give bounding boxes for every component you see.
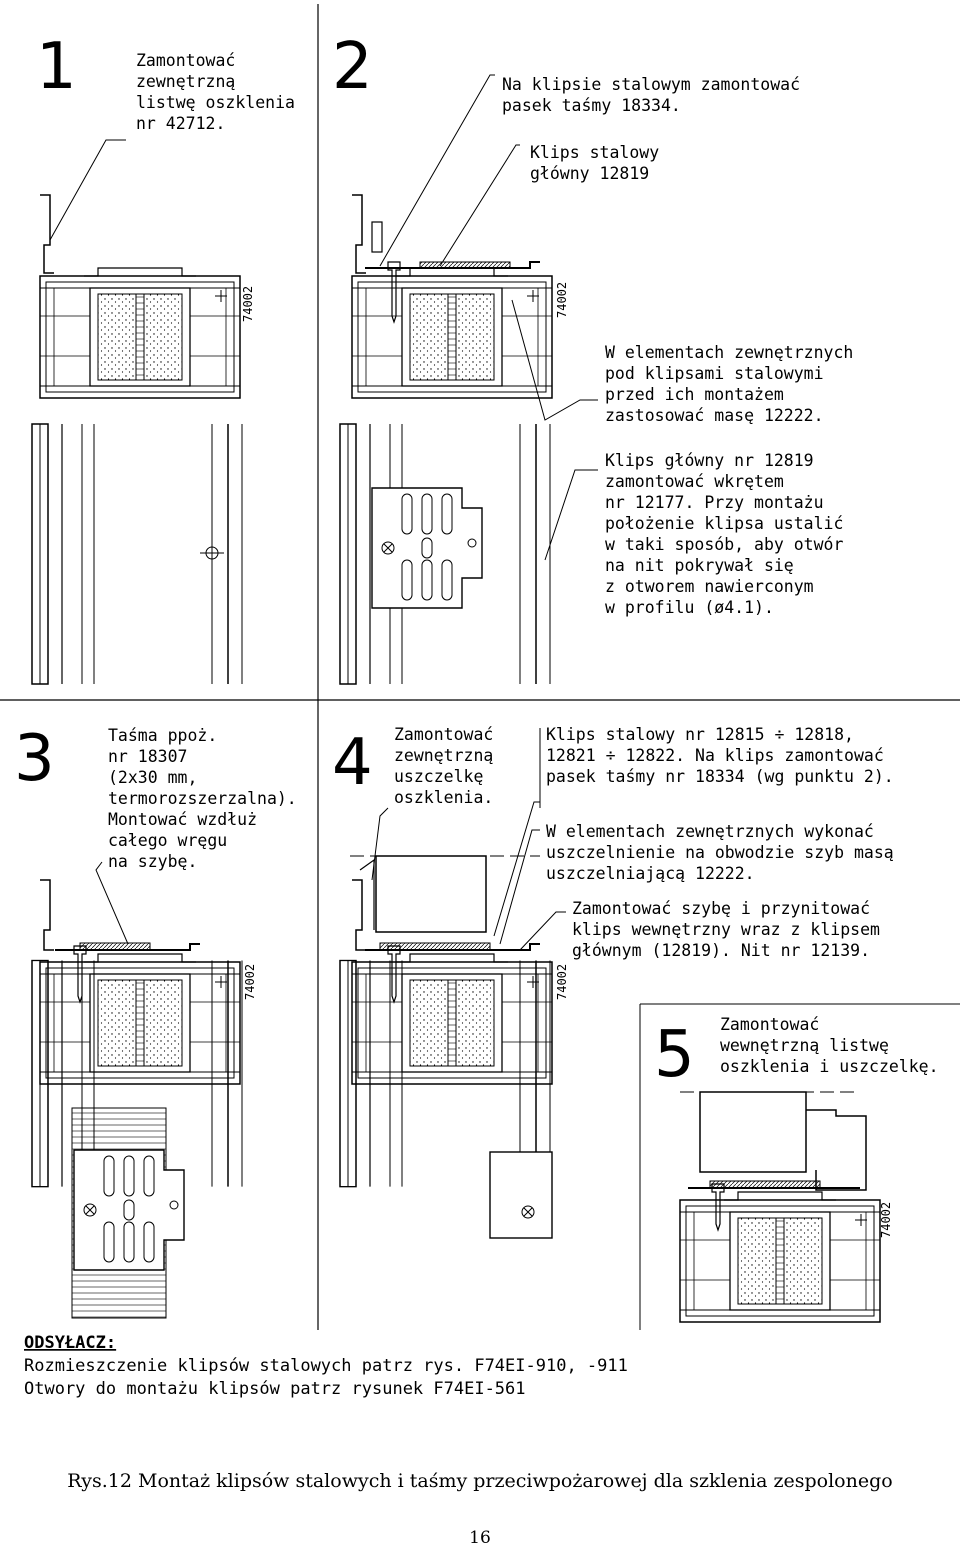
- profile-section: [351, 267, 553, 399]
- screw-icon: [387, 945, 401, 1004]
- tape-strip: [379, 942, 491, 951]
- step-1-note: Zamontować zewnętrzną listwę oszklenia n…: [136, 51, 305, 133]
- glazing-bead-profile: [352, 879, 366, 951]
- leader-line: [379, 74, 495, 267]
- profile-code: 74002: [241, 286, 255, 322]
- leader-line: [371, 807, 389, 881]
- glass-pane: [699, 1091, 807, 1173]
- leader-line: [49, 139, 126, 241]
- figure-caption: Rys.12 Montaż klipsów stalowych i taśmy …: [67, 1470, 893, 1492]
- step-2-clip-note: Klips stalowy główny 12819: [530, 143, 669, 183]
- step-2-number: 2: [332, 30, 373, 104]
- clip-front-view: [489, 1151, 553, 1239]
- reference-line: Rozmieszczenie klipsów stalowych patrz r…: [24, 1356, 628, 1376]
- step-2-mass-note: W elementach zewnętrznych pod klipsami s…: [605, 343, 863, 425]
- clip-front-view: [371, 487, 483, 609]
- reference-block: ODSYŁACZ: Rozmieszczenie klipsów stalowy…: [24, 1333, 628, 1399]
- step-4-number: 4: [332, 726, 373, 800]
- step-3-number: 3: [14, 722, 55, 796]
- glass-pane: [375, 855, 487, 933]
- glazing-bead-profile: [40, 879, 54, 951]
- leader-line: [493, 801, 540, 937]
- profile-code: 74002: [243, 964, 257, 1000]
- reference-title: ODSYŁACZ:: [24, 1333, 116, 1353]
- panel-2: 2 Na klipsie stalowym zamontować pasek t…: [332, 30, 863, 685]
- step-5-note: Zamontować wewnętrzną listwę oszklenia i…: [720, 1015, 939, 1076]
- panel-3: 3 Taśma ppoż. nr 18307 (2x30 mm, termoro…: [14, 722, 307, 1319]
- page-number: 16: [469, 1528, 491, 1548]
- leader-line: [544, 469, 598, 561]
- step-5-number: 5: [654, 1018, 695, 1092]
- clip-front-view: [73, 1149, 185, 1271]
- leader-line: [511, 299, 598, 421]
- step-4-seal-note: W elementach zewnętrznych wykonać uszcze…: [546, 822, 904, 883]
- profile-section: [39, 953, 241, 1085]
- assembly-drawing: 1 Zamontować zewnętrzną listwę oszklenia…: [0, 4, 960, 1399]
- panel-4: 4 Zamontować zewnętrzną uszczelkę oszkle…: [332, 725, 904, 1239]
- profile-code: 74002: [555, 282, 569, 318]
- fire-tape: [79, 942, 151, 951]
- glazing-bead-profile: [40, 194, 54, 274]
- profile-code: 74002: [555, 964, 569, 1000]
- outer-gasket: [359, 858, 375, 930]
- leader-line: [95, 861, 129, 945]
- reference-line: Otwory do montażu klipsów patrz rysunek …: [24, 1379, 526, 1399]
- profile-section: [679, 1191, 881, 1323]
- step-2-screw-note: Klips główny nr 12819 zamontować wkrętem…: [605, 451, 853, 617]
- screw-icon: [711, 1183, 725, 1232]
- step-4-clip-note: Klips stalowy nr 12815 ÷ 12818, 12821 ÷ …: [546, 725, 894, 786]
- profile-section: [39, 267, 241, 399]
- profile-elevation: [31, 423, 243, 685]
- leader-line: [519, 911, 566, 951]
- step-4-glass-note: Zamontować szybę i przynitować klips wew…: [572, 899, 890, 960]
- crosshair-icon: [200, 541, 224, 565]
- profile-code: 74002: [879, 1202, 893, 1238]
- leader-line: [499, 829, 540, 945]
- step-4-note: Zamontować zewnętrzną uszczelkę oszkleni…: [394, 725, 503, 807]
- profile-section: [351, 953, 553, 1085]
- screw-icon: [73, 945, 87, 1004]
- tape-strip: [709, 1180, 821, 1189]
- panel-5: 5 Zamontować wewnętrzną listwę oszklenia…: [654, 1015, 939, 1323]
- step-2-note: Na klipsie stalowym zamontować pasek taś…: [502, 75, 810, 115]
- inner-glazing-bead: [806, 1109, 867, 1191]
- leader-line: [439, 144, 520, 267]
- step-1-number: 1: [36, 30, 77, 104]
- tape-strip: [371, 221, 383, 253]
- rivet-icon: [521, 1205, 535, 1219]
- panel-1: 1 Zamontować zewnętrzną listwę oszklenia…: [31, 30, 305, 685]
- screw-icon: [387, 261, 401, 324]
- glazing-bead-profile: [352, 194, 366, 274]
- tape-strip: [419, 261, 511, 269]
- step-3-note: Taśma ppoż. nr 18307 (2x30 mm, termorozs…: [108, 726, 307, 871]
